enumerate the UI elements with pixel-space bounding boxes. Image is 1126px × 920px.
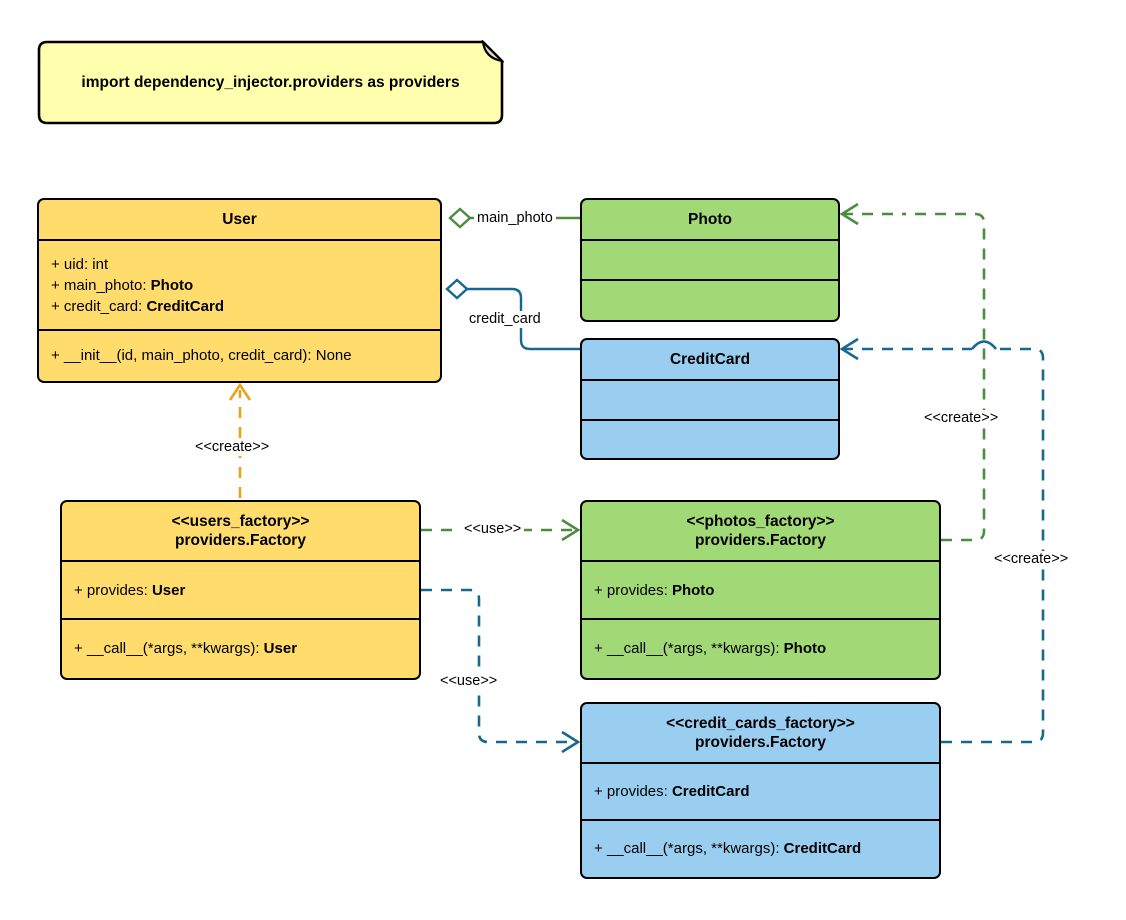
attribute-provides: + provides: CreditCard [594, 783, 750, 800]
edge-photosfactory-photo-create [839, 202, 986, 542]
class-credit-cards-factory-title: <<credit_cards_factory>> providers.Facto… [582, 704, 939, 764]
edge-label-credit-card: credit_card [466, 311, 544, 328]
attribute-uid: + uid: int [51, 255, 109, 273]
class-photo-title: Photo [582, 200, 838, 241]
attribute-credit-card: + credit_card: CreditCard [51, 297, 224, 315]
edge-label-create-user: <<create>> [192, 439, 273, 456]
class-users-factory-title: <<users_factory>> providers.Factory [62, 502, 419, 562]
edge-usersfactory-photosfactory-use [421, 518, 581, 542]
class-credit-card-methods [582, 421, 838, 457]
class-photo-attributes [582, 241, 838, 281]
attribute-provides: + provides: User [74, 581, 186, 599]
class-users-factory[interactable]: <<users_factory>> providers.Factory + pr… [60, 500, 421, 680]
edge-label-use-credit-cards: <<use>> [437, 673, 501, 690]
method-init: + __init__(id, main_photo, credit_card):… [51, 347, 352, 364]
edge-label-create-photo: <<create>> [921, 410, 1002, 427]
class-credit-card[interactable]: CreditCard [580, 338, 840, 460]
class-photos-factory-methods: + __call__(*args, **kwargs): Photo [582, 620, 939, 677]
class-credit-cards-factory[interactable]: <<credit_cards_factory>> providers.Facto… [580, 702, 941, 879]
class-photos-factory[interactable]: <<photos_factory>> providers.Factory + p… [580, 500, 941, 680]
edge-label-use-photos: <<use>> [461, 521, 525, 538]
class-user-title: User [39, 200, 440, 241]
note-text: import dependency_injector.providers as … [81, 73, 460, 91]
class-user-attributes: + uid: int + main_photo: Photo + credit_… [39, 241, 440, 331]
class-photos-factory-attributes: + provides: Photo [582, 562, 939, 620]
class-credit-card-title: CreditCard [582, 340, 838, 381]
class-credit-card-attributes [582, 381, 838, 421]
edge-label-create-credit-card: <<create>> [991, 551, 1072, 568]
class-user[interactable]: User + uid: int + main_photo: Photo + cr… [37, 198, 442, 383]
class-photo[interactable]: Photo [580, 198, 840, 322]
note-shape [37, 40, 504, 125]
class-users-factory-attributes: + provides: User [62, 562, 419, 620]
method-call: + __call__(*args, **kwargs): CreditCard [594, 840, 862, 857]
class-photos-factory-title: <<photos_factory>> providers.Factory [582, 502, 939, 562]
method-call: + __call__(*args, **kwargs): User [74, 640, 298, 657]
attribute-provides: + provides: Photo [594, 581, 715, 599]
class-credit-cards-factory-attributes: + provides: CreditCard [582, 764, 939, 821]
edge-usersfactory-user-create [228, 382, 252, 498]
edge-label-main-photo: main_photo [474, 210, 556, 227]
edge-usersfactory-creditcardsfactory-use [421, 588, 581, 754]
attribute-main-photo: + main_photo: Photo [51, 276, 194, 294]
edge-creditcardsfactory-creditcard-create [839, 337, 1045, 744]
class-credit-cards-factory-methods: + __call__(*args, **kwargs): CreditCard [582, 821, 939, 876]
method-call: + __call__(*args, **kwargs): Photo [594, 640, 827, 657]
class-users-factory-methods: + __call__(*args, **kwargs): User [62, 620, 419, 677]
import-note: import dependency_injector.providers as … [37, 40, 504, 125]
class-photo-methods [582, 281, 838, 319]
class-user-methods: + __init__(id, main_photo, credit_card):… [39, 331, 440, 380]
